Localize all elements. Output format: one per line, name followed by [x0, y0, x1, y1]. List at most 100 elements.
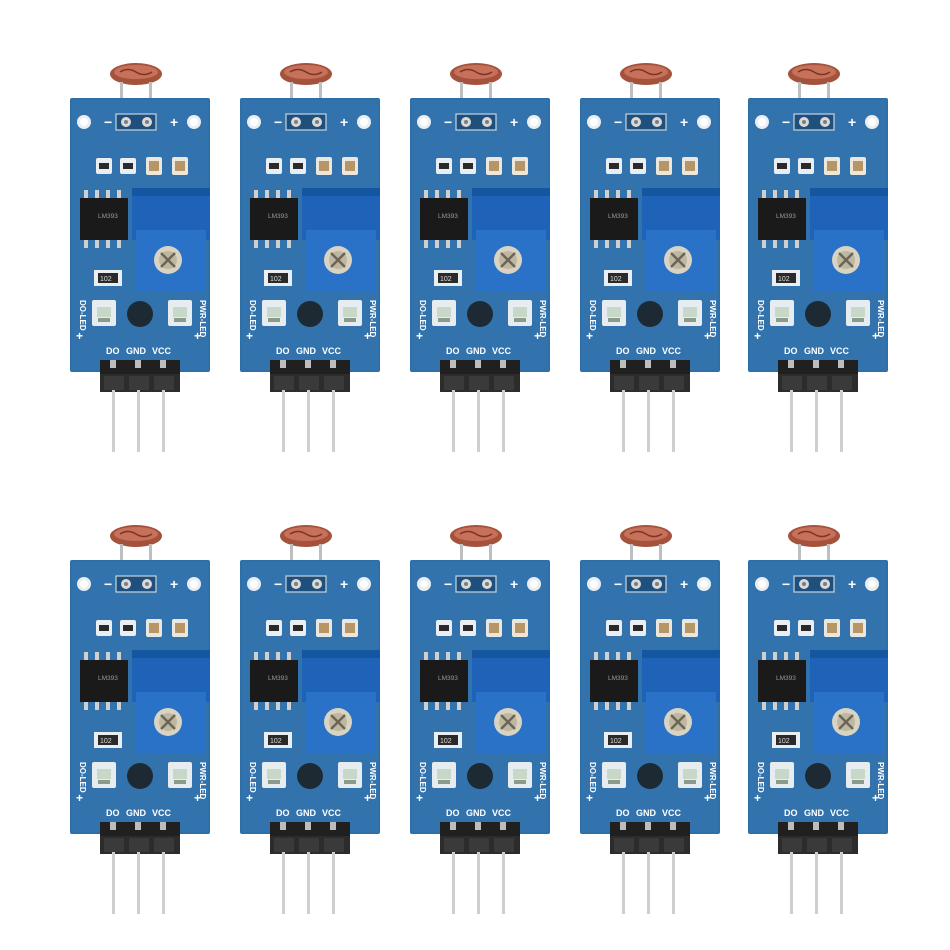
smd-resistor-102: 102: [772, 270, 800, 286]
chip-label: LM393: [98, 675, 118, 682]
polarity-plus-label: +: [170, 576, 178, 592]
polarity-minus-label: −: [444, 114, 452, 130]
light-sensor-module: − +: [240, 522, 382, 917]
pwr-led-label: PWR-LED: [708, 300, 717, 338]
do-led-label: DO-LED: [588, 762, 597, 793]
polarity-plus-label: +: [510, 114, 518, 130]
potentiometer: [132, 650, 210, 754]
chip-label: LM393: [608, 675, 628, 682]
pin-header: [610, 360, 690, 452]
do-led-label: DO-LED: [756, 762, 765, 793]
do-led: [602, 300, 626, 326]
potentiometer: [810, 188, 888, 292]
mounting-hole: [637, 763, 663, 789]
smd-resistor-102: 102: [772, 732, 800, 748]
comparator-chip: LM393: [590, 190, 638, 248]
chip-label: LM393: [268, 213, 288, 220]
smd-components: [436, 157, 528, 175]
pin-label-do: DO: [446, 808, 460, 818]
mounting-hole: [805, 301, 831, 327]
pin-label-do: DO: [276, 808, 290, 818]
pin-header: [778, 360, 858, 452]
comparator-chip: LM393: [420, 190, 468, 248]
svg-text:+: +: [246, 791, 253, 805]
do-led-label: DO-LED: [78, 300, 87, 331]
light-sensor-module: − +: [580, 522, 722, 917]
pin-label-do: DO: [784, 346, 798, 356]
smd-components: [606, 157, 698, 175]
polarity-plus-label: +: [340, 576, 348, 592]
chip-label: LM393: [438, 213, 458, 220]
mounting-hole: [467, 763, 493, 789]
light-sensor-module: − +: [748, 522, 890, 917]
svg-text:+: +: [194, 791, 201, 805]
pin-header: [100, 360, 180, 452]
do-led-label: DO-LED: [78, 762, 87, 793]
svg-text:102: 102: [610, 738, 622, 745]
pwr-led: [338, 762, 362, 788]
comparator-chip: LM393: [758, 190, 806, 248]
pin-header: [100, 822, 180, 914]
pin-label-gnd: GND: [296, 808, 317, 818]
svg-text:+: +: [364, 329, 371, 343]
svg-text:+: +: [872, 329, 879, 343]
do-led: [602, 762, 626, 788]
pwr-led-label: PWR-LED: [368, 762, 377, 800]
pwr-led: [508, 762, 532, 788]
svg-text:+: +: [246, 329, 253, 343]
pwr-led: [508, 300, 532, 326]
comparator-chip: LM393: [590, 652, 638, 710]
do-led-label: DO-LED: [418, 300, 427, 331]
do-led: [770, 300, 794, 326]
do-led-label: DO-LED: [588, 300, 597, 331]
pin-header: [778, 822, 858, 914]
svg-text:102: 102: [440, 276, 452, 283]
pwr-led-label: PWR-LED: [876, 762, 885, 800]
do-led-label: DO-LED: [418, 762, 427, 793]
potentiometer: [472, 188, 550, 292]
pin-header: [270, 822, 350, 914]
smd-resistor-102: 102: [94, 270, 122, 286]
mounting-hole: [297, 763, 323, 789]
smd-components: [774, 619, 866, 637]
pin-label-gnd: GND: [636, 346, 657, 356]
potentiometer: [642, 188, 720, 292]
pwr-led: [846, 300, 870, 326]
polarity-plus-label: +: [680, 114, 688, 130]
pin-label-vcc: VCC: [830, 808, 850, 818]
svg-text:+: +: [416, 791, 423, 805]
do-led-label: DO-LED: [248, 300, 257, 331]
smd-components: [96, 157, 188, 175]
smd-components: [606, 619, 698, 637]
svg-text:+: +: [586, 791, 593, 805]
pwr-led-label: PWR-LED: [538, 300, 547, 338]
pwr-led: [338, 300, 362, 326]
pin-label-gnd: GND: [636, 808, 657, 818]
comparator-chip: LM393: [758, 652, 806, 710]
svg-text:102: 102: [270, 276, 282, 283]
do-led-label: DO-LED: [756, 300, 765, 331]
pin-label-gnd: GND: [126, 808, 147, 818]
pin-header: [440, 360, 520, 452]
pin-label-do: DO: [616, 346, 630, 356]
pin-label-vcc: VCC: [152, 346, 172, 356]
smd-components: [436, 619, 528, 637]
pin-label-vcc: VCC: [492, 808, 512, 818]
pin-header: [440, 822, 520, 914]
mounting-hole: [637, 301, 663, 327]
mounting-hole: [127, 763, 153, 789]
smd-resistor-102: 102: [264, 270, 292, 286]
polarity-minus-label: −: [104, 114, 112, 130]
pin-label-vcc: VCC: [830, 346, 850, 356]
smd-resistor-102: 102: [604, 732, 632, 748]
pin-label-gnd: GND: [126, 346, 147, 356]
light-sensor-module: − +: [410, 522, 552, 917]
svg-text:+: +: [754, 329, 761, 343]
potentiometer: [810, 650, 888, 754]
chip-label: LM393: [268, 675, 288, 682]
svg-text:+: +: [872, 791, 879, 805]
svg-text:+: +: [364, 791, 371, 805]
pin-label-do: DO: [616, 808, 630, 818]
polarity-minus-label: −: [104, 576, 112, 592]
svg-text:102: 102: [440, 738, 452, 745]
